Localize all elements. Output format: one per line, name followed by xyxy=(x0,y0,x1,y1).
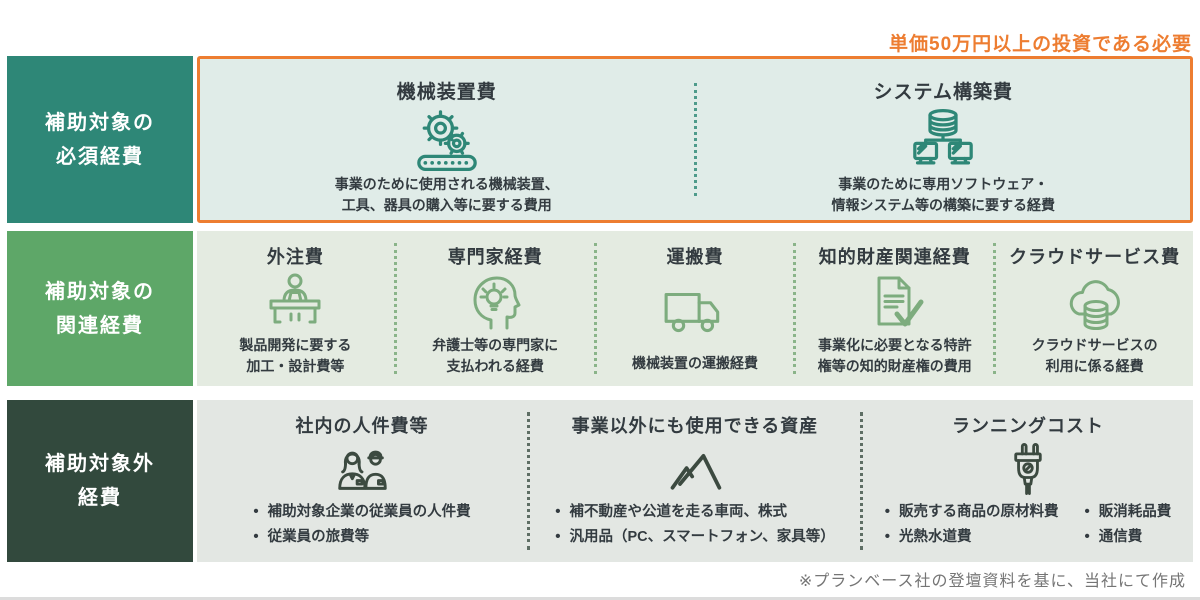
row-related-expenses: 補助対象の 関連経費 外注費 製品開発に要する xyxy=(7,231,1193,386)
card-system-cost: システム構築費 事業のために専用ソフトウェア・ xyxy=(697,59,1191,220)
source-attribution: ※プランベース社の登壇資料を基に、当社にて作成 xyxy=(798,573,1186,590)
desc-line2: 支払われる経費 xyxy=(446,358,544,374)
card-title: 社内の人件費等 xyxy=(295,416,429,436)
card-title: ランニングコスト xyxy=(952,416,1104,436)
card-title: システム構築費 xyxy=(873,82,1013,103)
ip-document-check-icon xyxy=(859,269,931,335)
card-title: 外注費 xyxy=(266,247,324,267)
row-label-line2: 必須経費 xyxy=(56,145,144,168)
row-label-line1: 補助対象の xyxy=(45,280,155,303)
truck-icon xyxy=(656,269,734,353)
dotted-divider xyxy=(527,412,530,550)
bullet-list: 補助対象企業の従業員の人件費 従業員の旅費等 xyxy=(253,500,471,550)
outsourcing-desk-icon xyxy=(259,269,331,335)
card-nonbusiness-assets: 事業以外にも使用できる資産 補不動産や公道を走る車両、株式 汎用品（PC、スマー… xyxy=(530,400,860,562)
bullet-list-right: 販消耗品費 通信費 xyxy=(1085,500,1172,550)
desc-line2: 情報システム等の構築に要する経費 xyxy=(831,197,1056,213)
desc-line1: 機械装置の運搬経費 xyxy=(631,355,758,371)
desc-line1: 製品開発に要する xyxy=(239,337,352,353)
desc-line2: 加工・設計費等 xyxy=(246,358,345,374)
card-ip-cost: 知的財産関連経費 事業化に必要となる特許 権等の知的財産権の費用 xyxy=(796,231,993,386)
card-title: クラウドサービス費 xyxy=(1009,247,1181,267)
bottom-divider xyxy=(0,597,1200,600)
dotted-divider xyxy=(393,243,397,374)
desc-line1: 事業化に必要となる特許 xyxy=(817,337,972,353)
machinery-gears-icon xyxy=(408,104,486,174)
dotted-divider xyxy=(860,412,863,550)
bullet-columns: 販売する商品の原材料費 光熱水道費 販消耗品費 通信費 xyxy=(885,500,1172,550)
row-label-line2: 経費 xyxy=(78,487,122,509)
card-title: 事業以外にも使用できる資産 xyxy=(571,416,819,436)
desc-line1: 事業のために専用ソフトウェア・ xyxy=(838,176,1049,192)
bullet-item: 販消耗品費 xyxy=(1085,500,1172,525)
row-label-line1: 補助対象外 xyxy=(45,453,155,475)
bullet-text: 販売する商品の原材料費 xyxy=(899,504,1059,521)
employees-icon xyxy=(322,438,402,500)
bullet-item: 汎用品（PC、スマートフォン、家具等） xyxy=(555,525,835,550)
card-internal-labor: 社内の人件費等 補助対 xyxy=(197,400,527,562)
card-transport-cost: 運搬費 機械装置の運搬経費 xyxy=(597,231,794,386)
bullet-text: 補助対象企業の従業員の人件費 xyxy=(267,504,471,521)
row-related-content: 外注費 製品開発に要する 加工・設計費等 xyxy=(197,231,1193,386)
desc-line1: クラウドサービスの xyxy=(1031,337,1158,353)
desc-line2: 工具、器具の購入等に要する費用 xyxy=(341,197,552,213)
row-required-expenses: 補助対象の 必須経費 機械装置費 xyxy=(7,56,1193,223)
card-cloud-cost: クラウドサービス費 クラウドサービスの 利用に係る経費 xyxy=(996,231,1193,386)
bullet-text: 補不動産や公道を走る車両、株式 xyxy=(569,504,787,521)
cloud-service-icon xyxy=(1059,269,1131,335)
bullet-item: 補不動産や公道を走る車両、株式 xyxy=(555,500,835,525)
bullet-text: 従業員の旅費等 xyxy=(267,529,370,546)
card-title: 知的財産関連経費 xyxy=(818,247,971,267)
card-outsourcing-cost: 外注費 製品開発に要する 加工・設計費等 xyxy=(197,231,394,386)
row-label-required: 補助対象の 必須経費 xyxy=(7,56,193,223)
dotted-divider xyxy=(693,83,697,196)
power-plug-icon xyxy=(994,438,1062,500)
system-database-icon xyxy=(904,104,982,174)
desc-line1: 弁護士等の専門家に xyxy=(432,337,559,353)
card-machinery-cost: 機械装置費 事業のために使用される機械装置、 工具 xyxy=(200,59,694,220)
card-expert-cost: 専門家経費 弁護士等の専門家に 支払われる経費 xyxy=(397,231,594,386)
row-label-related: 補助対象の 関連経費 xyxy=(7,231,193,386)
row-label-noneligible: 補助対象外 経費 xyxy=(7,400,193,562)
row-required-content: 機械装置費 事業のために使用される機械装置、 工具 xyxy=(197,56,1193,223)
card-title: 専門家経費 xyxy=(447,247,543,267)
desc-line2: 利用に係る経費 xyxy=(1045,358,1144,374)
desc-line1: 事業のために使用される機械装置、 xyxy=(334,176,559,192)
bullet-item: 光熱水道費 xyxy=(885,525,1059,550)
row-noneligible-expenses: 補助対象外 経費 社内の人件費等 xyxy=(7,400,1193,562)
row-label-line2: 関連経費 xyxy=(56,314,144,337)
card-title: 機械装置費 xyxy=(396,82,497,103)
row-noneligible-content: 社内の人件費等 補助対 xyxy=(197,400,1193,562)
desc-line2: 権等の知的財産権の費用 xyxy=(817,358,972,374)
card-description: 機械装置の運搬経費 xyxy=(632,353,758,374)
bullet-text: 汎用品（PC、スマートフォン、家具等） xyxy=(569,529,835,546)
card-description: 製品開発に要する 加工・設計費等 xyxy=(239,335,351,377)
card-title: 運搬費 xyxy=(666,247,724,267)
bullet-text: 光熱水道費 xyxy=(899,529,972,546)
bullet-item: 通信費 xyxy=(1085,525,1172,550)
mountain-asset-icon xyxy=(656,438,734,500)
card-description: 事業のために専用ソフトウェア・ 情報システム等の構築に要する経費 xyxy=(831,174,1055,216)
card-description: 弁護士等の専門家に 支払われる経費 xyxy=(432,335,558,377)
dotted-divider xyxy=(593,243,597,374)
bullet-list-left: 販売する商品の原材料費 光熱水道費 xyxy=(885,500,1059,550)
card-description: 事業のために使用される機械装置、 工具、器具の購入等に要する費用 xyxy=(335,174,559,216)
unit-price-note: 単価50万円以上の投資である必要 xyxy=(889,34,1192,55)
dotted-divider xyxy=(993,243,997,374)
card-description: 事業化に必要となる特許 権等の知的財産権の費用 xyxy=(818,335,972,377)
card-description: クラウドサービスの 利用に係る経費 xyxy=(1032,335,1158,377)
row-label-line1: 補助対象の xyxy=(45,111,155,134)
bullet-item: 補助対象企業の従業員の人件費 xyxy=(253,500,471,525)
expert-head-bulb-icon xyxy=(459,269,531,335)
bullet-list: 補不動産や公道を走る車両、株式 汎用品（PC、スマートフォン、家具等） xyxy=(555,500,835,550)
bullet-text: 販消耗品費 xyxy=(1098,504,1172,521)
bullet-item: 従業員の旅費等 xyxy=(253,525,470,550)
card-running-cost: ランニングコスト 販売する商品の原材料費 xyxy=(863,400,1193,562)
bullet-item: 販売する商品の原材料費 xyxy=(885,500,1059,525)
dotted-divider xyxy=(793,243,797,374)
bullet-text: 通信費 xyxy=(1098,529,1143,546)
